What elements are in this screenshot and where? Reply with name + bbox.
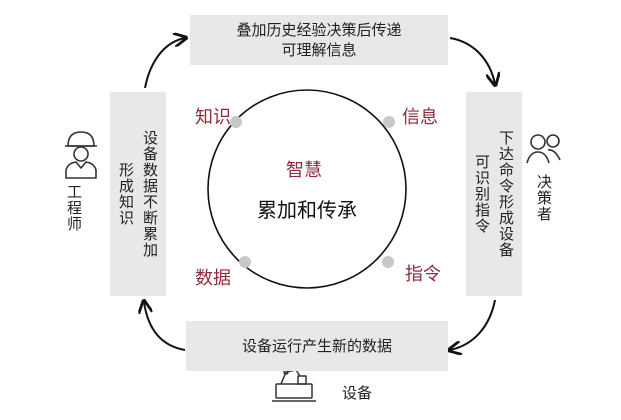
label-data: 数据	[195, 268, 231, 289]
equipment-label: 设备	[342, 384, 373, 402]
label-knowledge: 知识	[195, 107, 231, 128]
engineer-label: 工程师	[65, 184, 83, 232]
circle-top-label: 智慧	[286, 160, 322, 181]
arrow-bottom-right	[450, 299, 496, 350]
engineer-icon	[65, 131, 97, 179]
right-step-col1: 下达命令形成设备	[497, 130, 515, 258]
central-circle	[207, 89, 407, 289]
left-step-col1: 设备数据不断累加	[141, 130, 159, 258]
arrow-top-right	[449, 37, 495, 84]
bottom-step-text: 设备运行产生新的数据	[241, 337, 392, 355]
top-step-line1: 叠加历史经验决策后传递	[236, 21, 402, 39]
decision-maker-label: 决策者	[535, 174, 553, 222]
dot-information	[383, 116, 395, 128]
equipment-icon	[272, 369, 316, 402]
dot-data	[239, 256, 251, 268]
label-information: 信息	[402, 107, 438, 128]
top-step-line2: 可理解信息	[281, 41, 357, 59]
dot-knowledge	[230, 116, 242, 128]
dot-instruction	[382, 256, 394, 268]
label-instruction: 指令	[405, 264, 441, 285]
decision-maker-icon	[526, 134, 561, 164]
right-step-col2: 可识别指令	[473, 154, 491, 234]
circle-center-label: 累加和传承	[257, 198, 357, 222]
bottom-step-box: 设备运行产生新的数据	[186, 321, 448, 371]
arrow-top-left	[144, 38, 185, 89]
arrow-bottom-left	[144, 302, 186, 351]
top-step-box: 叠加历史经验决策后传递 可理解信息	[190, 15, 448, 65]
left-step-col2: 形成知识	[117, 162, 135, 226]
right-step-box: 下达命令形成设备 可识别指令	[466, 92, 522, 296]
left-step-box: 设备数据不断累加 形成知识	[110, 92, 166, 296]
